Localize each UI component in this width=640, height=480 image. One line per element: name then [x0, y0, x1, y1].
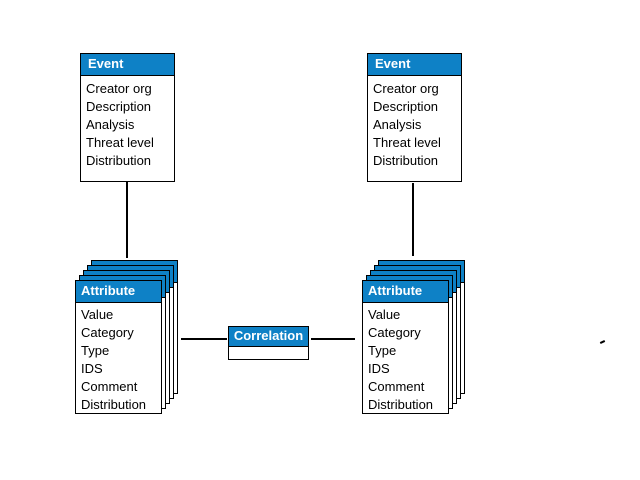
- field-category: Category: [81, 324, 134, 340]
- attribute-left-box: Attribute Value Category Type IDS Commen…: [75, 280, 162, 414]
- attribute-right-header: Attribute: [363, 281, 448, 303]
- field-description: Description: [373, 98, 439, 114]
- attribute-left-stack: Attribute Value Category Type IDS Commen…: [75, 260, 179, 415]
- field-type: Type: [368, 342, 397, 358]
- correlation-header: Correlation: [229, 327, 308, 347]
- field-distribution: Distribution: [373, 152, 439, 168]
- attribute-right-fields: Value Category Type IDS Comment Distribu…: [363, 303, 448, 414]
- event-right-fields: Creator org Description Analysis Threat …: [368, 76, 461, 170]
- field-analysis: Analysis: [373, 116, 422, 132]
- field-comment: Comment: [368, 378, 425, 394]
- field-category: Category: [368, 324, 421, 340]
- attribute-left-header: Attribute: [76, 281, 161, 303]
- correlation-body: [229, 347, 308, 358]
- event-left-box: Event Creator org Description Analysis T…: [80, 53, 175, 182]
- event-right-box: Event Creator org Description Analysis T…: [367, 53, 462, 182]
- attribute-right-stack: Attribute Value Category Type IDS Commen…: [362, 260, 466, 415]
- connector-event-attribute-right: [412, 183, 414, 256]
- field-creator-org: Creator org: [373, 80, 439, 96]
- event-left-fields: Creator org Description Analysis Threat …: [81, 76, 174, 170]
- field-threat-level: Threat level: [86, 134, 154, 150]
- field-distribution: Distribution: [81, 396, 147, 412]
- field-creator-org: Creator org: [86, 80, 152, 96]
- connector-correlation-attribute-right: [311, 338, 355, 340]
- field-description: Description: [86, 98, 152, 114]
- connector-attribute-correlation-left: [181, 338, 227, 340]
- connector-event-attribute-left: [126, 182, 128, 258]
- field-distribution: Distribution: [368, 396, 434, 412]
- field-type: Type: [81, 342, 110, 358]
- field-ids: IDS: [81, 360, 103, 376]
- event-left-header: Event: [81, 54, 174, 76]
- field-ids: IDS: [368, 360, 390, 376]
- field-value: Value: [81, 306, 114, 322]
- field-comment: Comment: [81, 378, 138, 394]
- correlation-box: Correlation: [228, 326, 309, 360]
- event-right-header: Event: [368, 54, 461, 76]
- field-distribution: Distribution: [86, 152, 152, 168]
- field-value: Value: [368, 306, 401, 322]
- field-threat-level: Threat level: [373, 134, 441, 150]
- attribute-left-fields: Value Category Type IDS Comment Distribu…: [76, 303, 161, 414]
- field-analysis: Analysis: [86, 116, 135, 132]
- attribute-right-box: Attribute Value Category Type IDS Commen…: [362, 280, 449, 414]
- stray-mark-artifact: [599, 340, 606, 344]
